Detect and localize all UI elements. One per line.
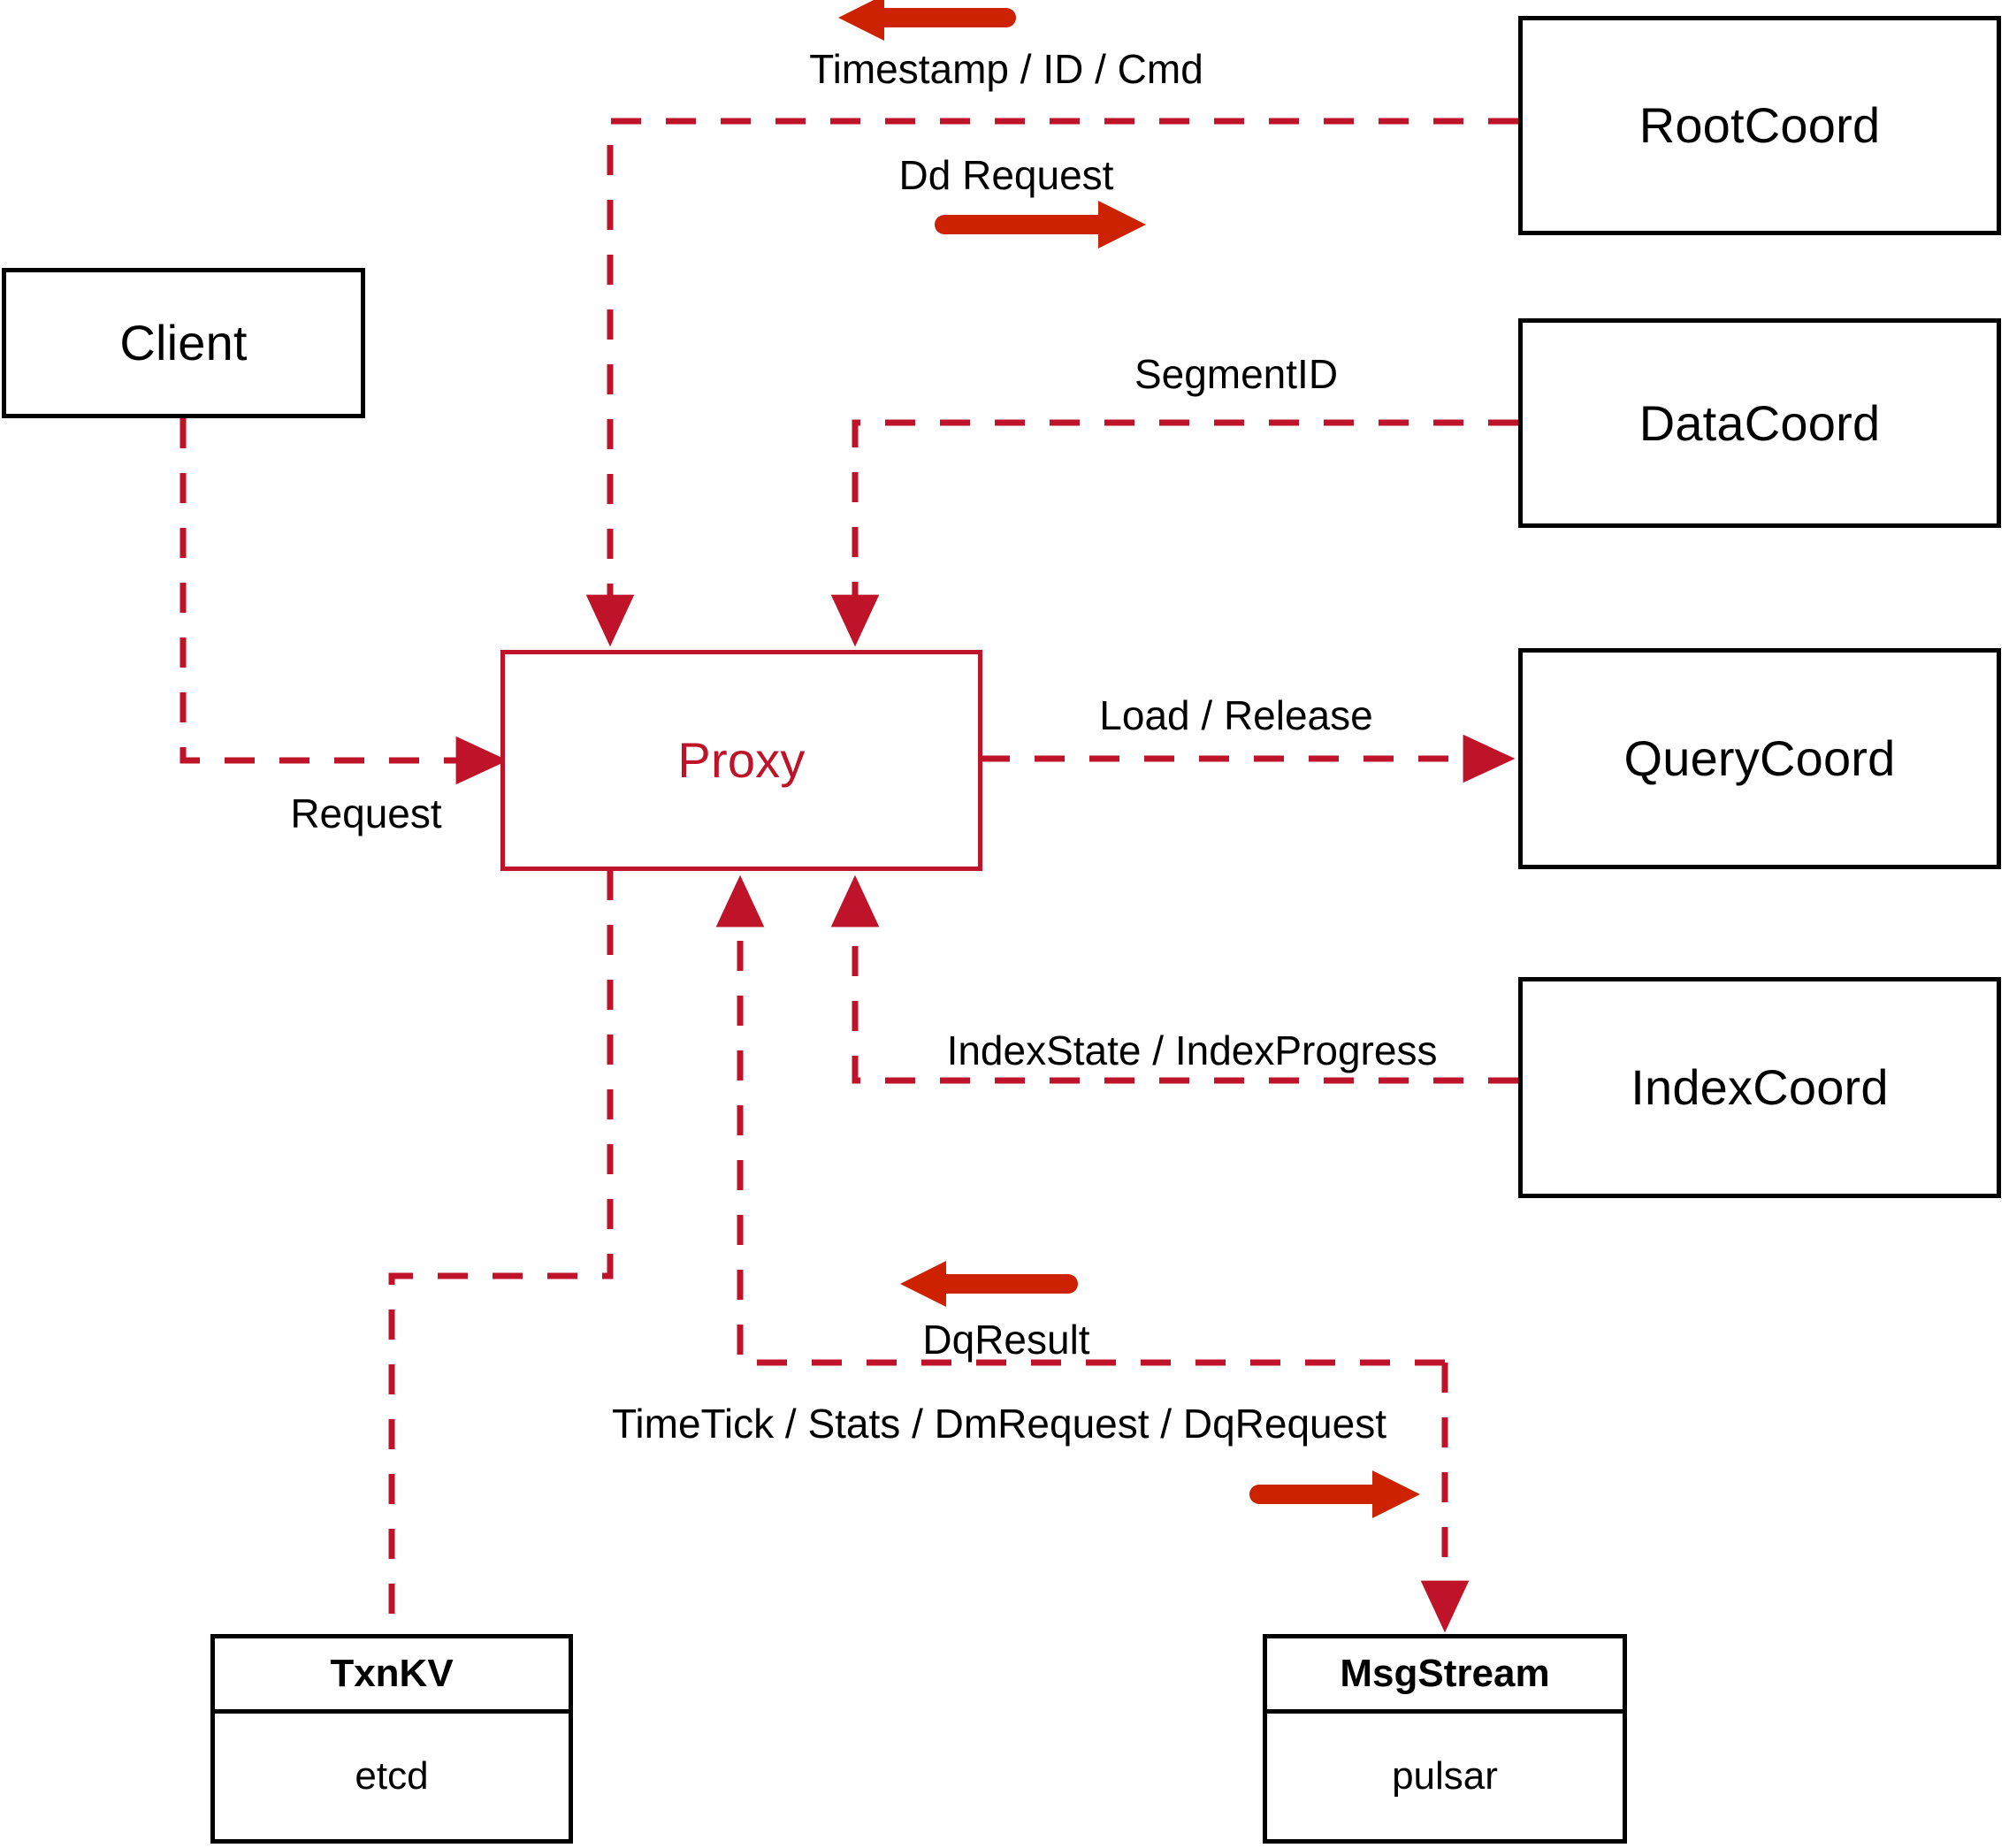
node-txnkv-body: etcd: [355, 1754, 429, 1798]
edge-label-segment-id: SegmentID: [1134, 351, 1339, 397]
node-proxy[interactable]: Proxy: [500, 650, 982, 871]
node-indexcoord-label: IndexCoord: [1631, 1059, 1889, 1115]
edge-label-request: Request: [290, 790, 442, 836]
node-datacoord[interactable]: DataCoord: [1518, 318, 2001, 528]
edge-proxy-txnkv: [388, 870, 614, 1634]
node-client[interactable]: Client: [2, 268, 365, 418]
node-querycoord[interactable]: QueryCoord: [1518, 648, 2001, 869]
node-msgstream-body: pulsar: [1392, 1754, 1498, 1798]
edge-request: [180, 418, 508, 785]
edge-label-timetick-stats: TimeTick / Stats / DmRequest / DqRequest: [612, 1401, 1386, 1447]
node-indexcoord[interactable]: IndexCoord: [1518, 977, 2001, 1198]
edge-label-dq-result: DqResult: [922, 1317, 1090, 1363]
bold-arrow-timetick-right: [1249, 1470, 1420, 1518]
bold-arrow-dq-result-left: [900, 1261, 1078, 1307]
edge-label-load-release: Load / Release: [1099, 692, 1373, 738]
node-proxy-label: Proxy: [677, 732, 806, 788]
edge-label-timestamp-id-cmd: Timestamp / ID / Cmd: [809, 46, 1203, 92]
node-datacoord-label: DataCoord: [1639, 394, 1881, 451]
bold-arrow-timestamp-left: [838, 0, 1016, 41]
bold-arrow-dd-request-right: [935, 201, 1146, 248]
node-msgstream[interactable]: MsgStream pulsar: [1263, 1634, 1627, 1844]
edge-label-index-state-progress: IndexState / IndexProgress: [946, 1027, 1438, 1073]
edge-dq-result: [715, 874, 1445, 1366]
node-txnkv-header: TxnKV: [215, 1638, 569, 1714]
node-rootcoord[interactable]: RootCoord: [1518, 16, 2001, 235]
node-txnkv[interactable]: TxnKV etcd: [210, 1634, 573, 1844]
edge-label-dd-request: Dd Request: [898, 152, 1114, 198]
node-msgstream-header: MsgStream: [1267, 1638, 1623, 1714]
edge-timestamp-id-cmd: [585, 118, 1518, 647]
node-querycoord-label: QueryCoord: [1623, 730, 1896, 786]
node-client-label: Client: [119, 315, 248, 370]
node-rootcoord-label: RootCoord: [1639, 97, 1881, 153]
edge-segment-id: [830, 419, 1518, 647]
